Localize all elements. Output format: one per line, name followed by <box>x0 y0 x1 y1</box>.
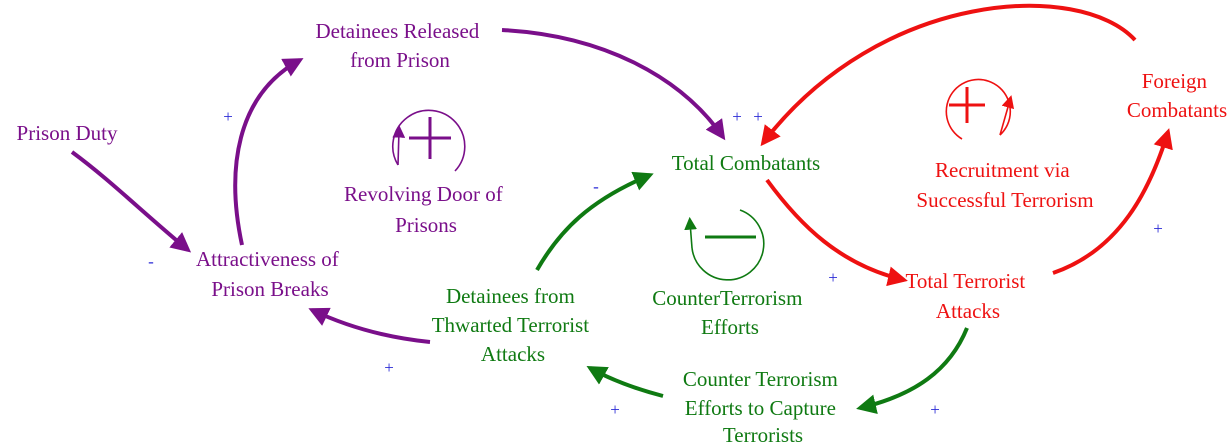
polarity-thwarted-to-attractiveness: + <box>384 358 394 377</box>
polarity-attractiveness-to-released: + <box>223 107 233 126</box>
recruitment-loop-icon <box>945 78 1015 140</box>
link-duty-to-attractiveness <box>70 150 192 253</box>
polarity-foreign-to-combatants: + <box>753 107 763 126</box>
link-capture-to-thwarted <box>586 366 664 398</box>
node-prison-duty: Prison Duty <box>17 121 118 145</box>
link-released-to-combatants <box>501 28 726 141</box>
node-detainees-thwarted: Detainees from Thwarted Terrorist Attack… <box>432 284 595 366</box>
polarity-attacks-to-capture: + <box>930 400 940 419</box>
polarity-capture-to-thwarted: + <box>610 400 620 419</box>
node-foreign-combatants: Foreign Combatants <box>1127 69 1227 122</box>
link-thwarted-to-attractiveness <box>308 307 431 344</box>
revolving-door-loop-icon <box>391 109 466 172</box>
loop-label-recruitment: Recruitment via Successful Terrorism <box>916 158 1093 212</box>
counterterrorism-loop-icon <box>684 209 765 281</box>
link-combatants-to-attacks <box>765 178 908 287</box>
node-attractiveness: Attractiveness of Prison Breaks <box>196 247 344 301</box>
link-thwarted-to-combatants <box>535 171 654 271</box>
loop-label-counterterrorism: CounterTerrorism Efforts <box>652 286 807 339</box>
link-attacks-to-capture <box>856 327 969 415</box>
node-total-combatants: Total Combatants <box>672 151 820 175</box>
polarity-released-to-combatants: + <box>732 107 742 126</box>
link-attacks-to-foreign <box>1052 128 1173 275</box>
node-detainees-released: Detainees Released from Prison <box>315 19 484 72</box>
polarity-combatants-to-attacks: + <box>828 268 838 287</box>
polarity-attacks-to-foreign: + <box>1153 219 1163 238</box>
loop-label-revolving-door: Revolving Door of Prisons <box>344 182 508 237</box>
polarity-duty-to-attractiveness: - <box>148 252 154 271</box>
polarity-thwarted-to-combatants: - <box>593 177 599 196</box>
link-attractiveness-to-released <box>233 58 304 246</box>
node-counter-capture: Counter Terrorism Efforts to Capture Ter… <box>683 367 843 445</box>
node-total-attacks: Total Terrorist Attacks <box>906 269 1031 323</box>
link-foreign-to-combatants <box>760 3 1137 147</box>
